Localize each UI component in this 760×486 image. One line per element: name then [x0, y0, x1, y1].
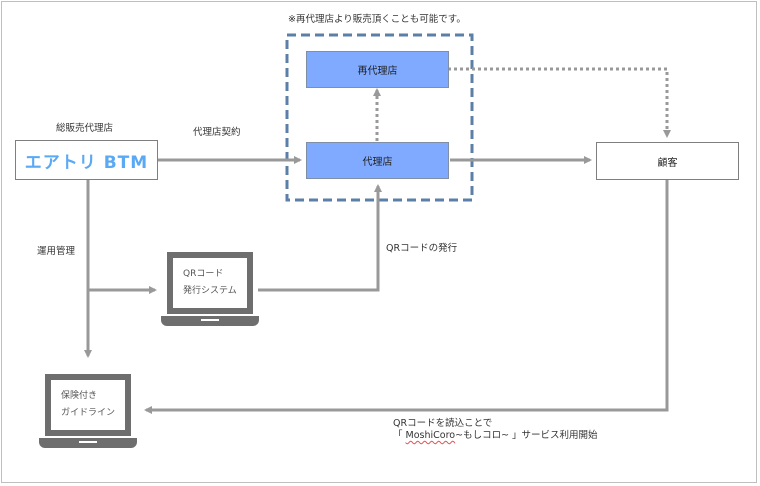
airtrip-btm-logo: エアトリ BTM — [24, 152, 149, 173]
agent-node: 代理店 — [306, 142, 449, 179]
guideline-node: 保険付き ガイドライン — [39, 374, 137, 448]
guideline-label-2: ガイドライン — [61, 408, 116, 419]
qr-system-node: QRコード 発行システム — [161, 252, 259, 326]
qr-system-label-2: 発行システム — [183, 286, 237, 297]
qr-system-label-1: QRコード — [183, 269, 224, 279]
usage-label-line2: 「 MoshiCoro~もしコロ~ 」サービス利用開始 — [393, 430, 598, 441]
bracket-open: 「 — [393, 430, 406, 441]
customer-node: 顧客 — [596, 142, 739, 180]
arrow-qr-system-to-agent — [258, 184, 382, 292]
service-brand: MoshiCoro — [405, 430, 456, 441]
resale-note: ※再代理店より販売頂くことも可能です。 — [288, 14, 466, 25]
guideline-label-1: 保険付き — [61, 391, 98, 401]
master-agent-caption: 総販売代理店 — [56, 123, 114, 134]
sub-agent-node: 再代理店 — [306, 51, 449, 88]
usage-suffix: ~もしコロ~ 」サービス利用開始 — [455, 430, 598, 441]
qr-issue-label: QRコードの発行 — [386, 243, 458, 254]
arrow-customer-to-guideline — [144, 180, 669, 414]
arrow-sub-agent-to-customer — [448, 67, 671, 138]
agent-contract-label: 代理店契約 — [193, 127, 241, 138]
master-agent-node: エアトリ BTM — [15, 140, 158, 180]
usage-label-line1: QRコードを読込ことで — [393, 418, 493, 429]
operation-management-label: 運用管理 — [37, 246, 76, 257]
